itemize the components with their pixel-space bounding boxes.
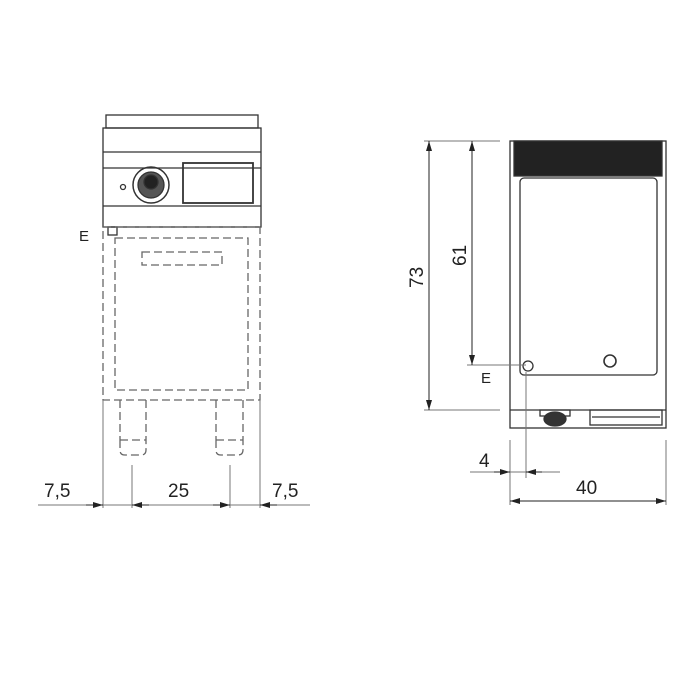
stand-outline-hidden <box>102 226 261 456</box>
top-band <box>513 140 663 177</box>
dim-connection-depth: 4 <box>479 451 490 472</box>
side-drawer <box>589 409 663 426</box>
dim-leg-spacing: 25 <box>168 481 189 502</box>
dim-connection-height: 61 <box>450 245 471 266</box>
side-view <box>424 140 667 505</box>
dim-left-offset: 7,5 <box>44 481 70 502</box>
connection-port-icon <box>522 360 534 372</box>
side-panel <box>519 177 658 376</box>
side-knob-icon <box>539 409 571 427</box>
side-connection-label: E <box>481 370 491 387</box>
front-connection-label: E <box>79 228 89 245</box>
indicator-light-icon <box>119 183 127 191</box>
control-knob-icon <box>132 166 170 204</box>
front-view <box>38 114 310 508</box>
dim-total-height: 73 <box>407 267 428 288</box>
port-icon <box>603 354 617 368</box>
dim-depth: 40 <box>576 478 597 499</box>
control-panel-display <box>182 162 254 204</box>
side-dimension-lines <box>424 140 667 505</box>
dim-right-offset: 7,5 <box>272 481 298 502</box>
top-plate <box>105 114 259 129</box>
side-body <box>509 140 667 429</box>
connection-point-marker <box>107 226 118 236</box>
appliance-body <box>102 127 262 228</box>
